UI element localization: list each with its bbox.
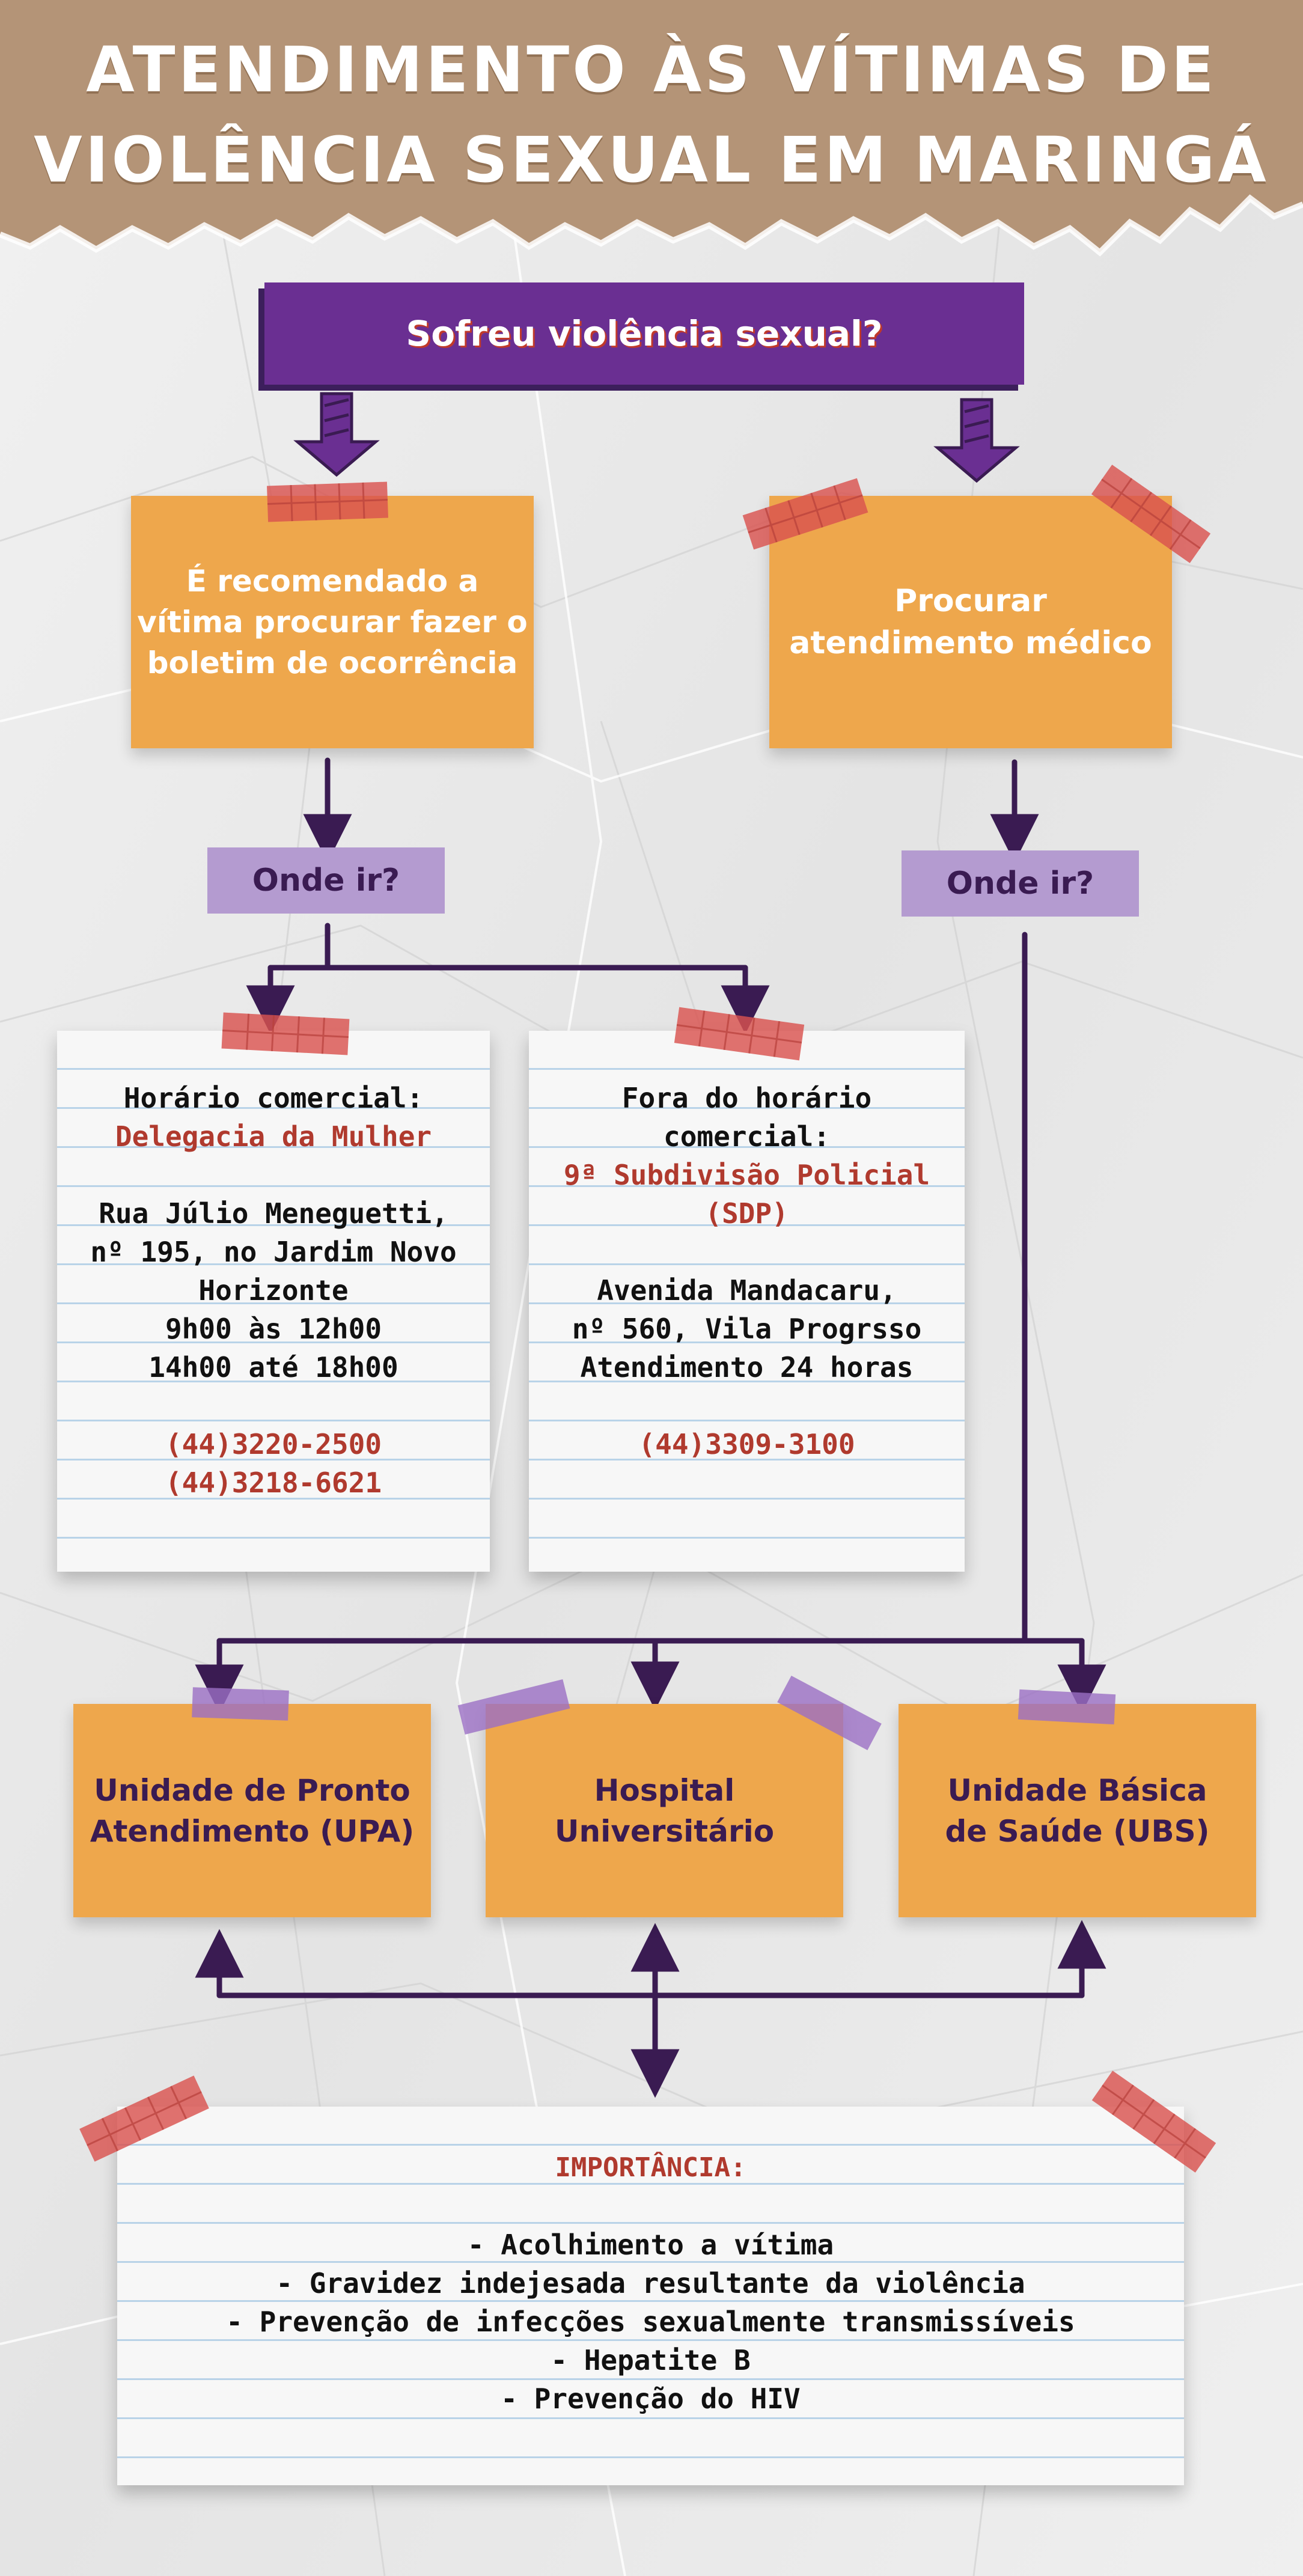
box-hospital-universitario: Hospital Universitário [486, 1704, 843, 1917]
delegacia-address-3: Horizonte [198, 1274, 349, 1307]
sdp-phone: (44)3309-3100 [638, 1428, 855, 1460]
importance-item: - Acolhimento a vítima [467, 2229, 834, 2261]
box-boletim-ocorrencia: É recomendado a vítima procurar fazer o … [131, 496, 534, 748]
importance-title: IMPORTÂNCIA: [555, 2152, 746, 2183]
delegacia-name: Delegacia da Mulher [115, 1120, 432, 1153]
tape-red-6 [79, 2075, 209, 2162]
box-upa: Unidade de Pronto Atendimento (UPA) [73, 1704, 431, 1917]
importance-item: - Hepatite B [551, 2344, 751, 2376]
tape-red-2 [742, 478, 868, 550]
tape-red-7 [1091, 2071, 1216, 2173]
box-boletim-text: É recomendado a vítima procurar fazer o … [137, 564, 528, 680]
tape-purple-4 [1018, 1689, 1116, 1725]
delegacia-heading: Horário comercial: [123, 1082, 424, 1114]
tape-red-1 [267, 481, 388, 522]
tape-red-4 [221, 1012, 350, 1055]
sdp-heading-2: comercial: [664, 1120, 830, 1153]
delegacia-address-1: Rua Júlio Meneguetti, [99, 1197, 448, 1230]
tape-purple-2 [457, 1679, 570, 1735]
delegacia-phone-2: (44)3218-6621 [165, 1467, 382, 1499]
title-line-2: VIOLÊNCIA SEXUAL EM MARINGÁ [34, 123, 1269, 197]
delegacia-hours-2: 14h00 até 18h00 [148, 1351, 398, 1384]
sdp-hours: Atendimento 24 horas [580, 1351, 914, 1384]
note-subdivisao-policial: Fora do horário comercial: 9ª Subdivisão… [529, 1031, 965, 1572]
delegacia-address-2: nº 195, no Jardim Novo [90, 1236, 457, 1268]
box-ubs-text: Unidade Básica de Saúde (UBS) [945, 1772, 1210, 1849]
tape-purple-3 [777, 1676, 882, 1750]
title-line-1: ATENDIMENTO ÀS VÍTIMAS DE [86, 33, 1217, 106]
sdp-heading-1: Fora do horário [621, 1082, 872, 1114]
question-text: Sofreu violência sexual? [406, 313, 883, 354]
importance-item: - Prevenção do HIV [501, 2382, 801, 2415]
tape-purple-1 [192, 1687, 289, 1721]
tape-red-5 [674, 1007, 805, 1061]
box-ubs: Unidade Básica de Saúde (UBS) [899, 1704, 1256, 1917]
tag-onde-ir-right: Onde ir? [902, 850, 1139, 917]
note-delegacia-mulher: Horário comercial: Delegacia da Mulher R… [57, 1031, 490, 1572]
box-upa-text: Unidade de Pronto Atendimento (UPA) [90, 1772, 415, 1849]
box-atendimento-medico: Procurar atendimento médico [769, 496, 1172, 748]
importance-item: - Prevenção de infecções sexualmente tra… [226, 2306, 1075, 2338]
big-arrow-right [933, 398, 1020, 483]
box-atendimento-text: Procurar atendimento médico [789, 583, 1152, 661]
sdp-name-1: 9ª Subdivisão Policial [563, 1159, 930, 1191]
delegacia-phone-1: (44)3220-2500 [165, 1428, 382, 1460]
delegacia-hours-1: 9h00 às 12h00 [165, 1313, 382, 1345]
sdp-address-2: nº 560, Vila Progrsso [572, 1313, 922, 1345]
importance-item: - Gravidez indejesada resultante da viol… [276, 2267, 1025, 2300]
tag-onde-ir-left: Onde ir? [207, 847, 445, 914]
box-hospital-text: Hospital Universitário [554, 1772, 775, 1849]
sdp-name-2: (SDP) [705, 1197, 789, 1230]
big-arrow-left [293, 392, 380, 477]
question-banner: Sofreu violência sexual? [264, 282, 1024, 385]
note-importancia: IMPORTÂNCIA: - Acolhimento a vítima - Gr… [117, 2107, 1184, 2485]
sdp-address-1: Avenida Mandacaru, [597, 1274, 897, 1307]
tape-red-3 [1091, 465, 1211, 563]
